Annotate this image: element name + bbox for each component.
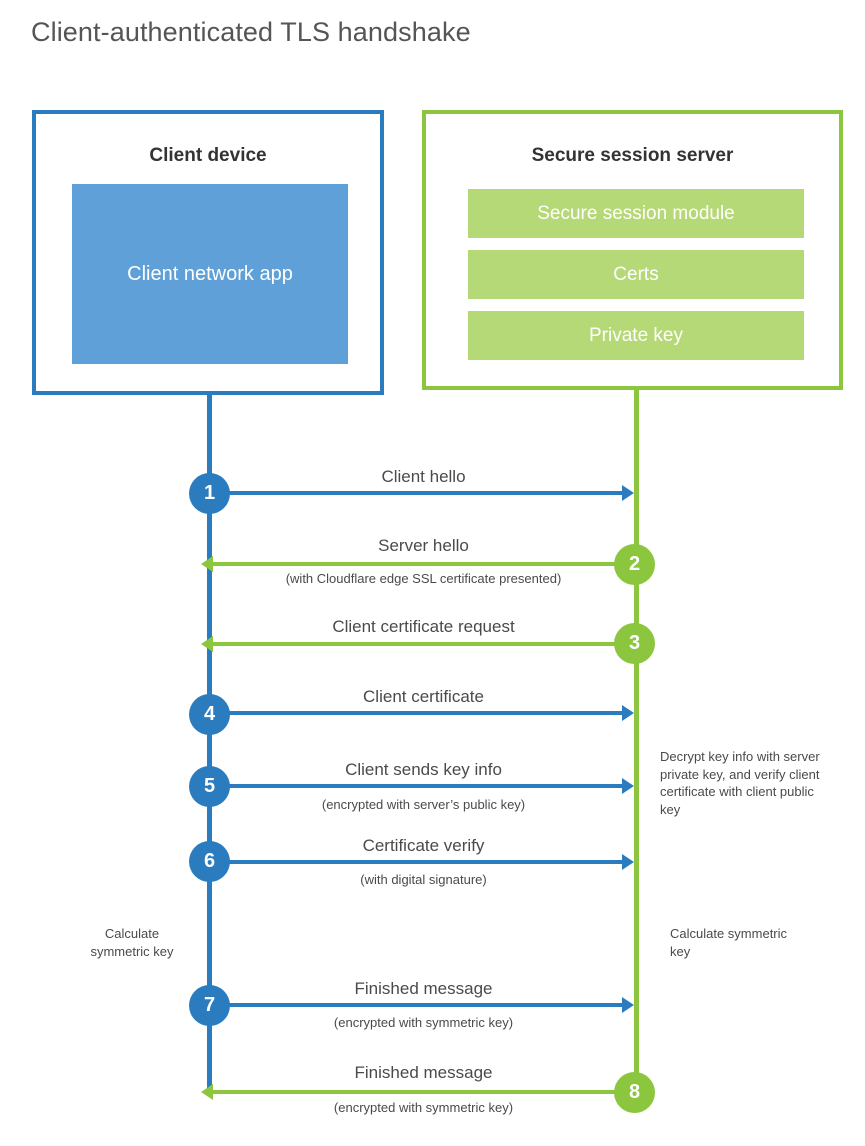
page-title: Client-authenticated TLS handshake bbox=[31, 17, 471, 47]
step-6-label: Certificate verify bbox=[362, 836, 485, 855]
step-6-sublabel: (with digital signature) bbox=[360, 872, 487, 887]
step-2-label: Server hello bbox=[378, 536, 469, 555]
step-5-arrow bbox=[210, 778, 634, 794]
client-device-title: Client device bbox=[149, 145, 267, 166]
step-5-label: Client sends key info bbox=[345, 760, 502, 779]
step-3-marker: 3 bbox=[614, 623, 655, 664]
secure-session-server-box: Secure session server Secure session mod… bbox=[422, 110, 843, 390]
step-6-arrow bbox=[210, 854, 634, 870]
server-decrypt-note: Decrypt key info with server private key… bbox=[660, 749, 820, 817]
server-lifeline bbox=[634, 388, 639, 1094]
step-8-label: Finished message bbox=[354, 1063, 493, 1082]
server-calculate-symmetric-key-note: Calculate symmetric key bbox=[670, 926, 788, 959]
server-component-certs: Certs bbox=[468, 250, 804, 299]
step-5-marker: 5 bbox=[189, 766, 230, 807]
client-device-box: Client device Client network app bbox=[32, 110, 384, 395]
step-5-sublabel: (encrypted with server’s public key) bbox=[321, 797, 526, 812]
step-7-marker: 7 bbox=[189, 985, 230, 1026]
step-8-arrow bbox=[201, 1084, 635, 1100]
step-3-label: Client certificate request bbox=[332, 617, 515, 636]
step-4-label: Client certificate bbox=[363, 687, 484, 706]
step-2-sublabel: (with Cloudflare edge SSL certificate pr… bbox=[285, 571, 562, 586]
secure-session-server-title: Secure session server bbox=[531, 145, 734, 166]
step-2-marker: 2 bbox=[614, 544, 655, 585]
server-component-private-key: Private key bbox=[468, 311, 804, 360]
step-1-arrow bbox=[210, 485, 634, 501]
step-7-label: Finished message bbox=[354, 979, 493, 998]
step-1-marker: 1 bbox=[189, 473, 230, 514]
step-6-marker: 6 bbox=[189, 841, 230, 882]
step-3-arrow bbox=[201, 636, 635, 652]
client-lifeline bbox=[207, 393, 212, 1096]
step-1-label: Client hello bbox=[381, 467, 466, 486]
client-calculate-symmetric-key-note: Calculate symmetric key bbox=[90, 926, 174, 959]
step-4-arrow bbox=[210, 705, 634, 721]
step-7-arrow bbox=[210, 997, 634, 1013]
step-4-marker: 4 bbox=[189, 694, 230, 735]
client-network-app-block: Client network app bbox=[72, 184, 348, 364]
step-7-sublabel: (encrypted with symmetric key) bbox=[333, 1015, 514, 1030]
server-component-secure-session-module: Secure session module bbox=[468, 189, 804, 238]
step-8-sublabel: (encrypted with symmetric key) bbox=[333, 1100, 514, 1115]
step-8-marker: 8 bbox=[614, 1072, 655, 1113]
step-2-arrow bbox=[201, 556, 635, 572]
